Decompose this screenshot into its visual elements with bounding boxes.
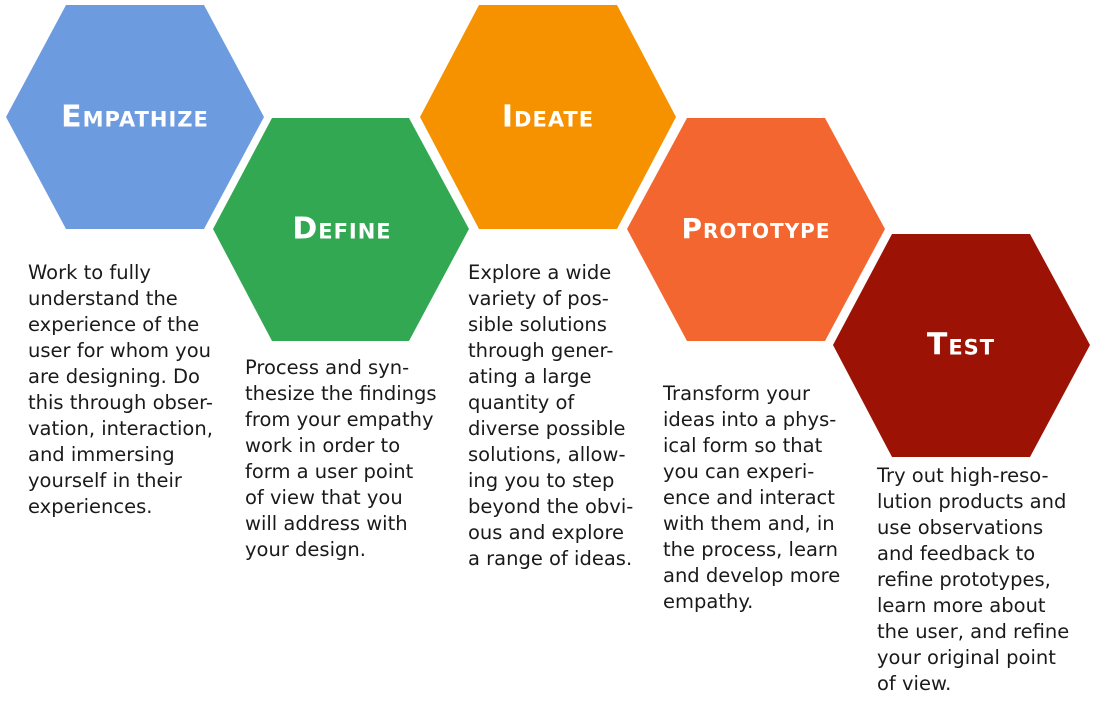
description-line: of view. <box>877 672 952 695</box>
description-line: ous and explore <box>468 521 625 544</box>
description-line: of view that you <box>245 486 403 509</box>
description-line: Process and syn- <box>245 356 410 379</box>
description-line: diverse possible <box>468 417 626 440</box>
description-line: Work to fully <box>28 261 151 284</box>
description-line: experience of the <box>28 313 200 336</box>
description-line: user for whom you <box>28 339 212 362</box>
prototype-description: Transform your ideas into a phys-ical for… <box>663 381 840 615</box>
description-line: experiences. <box>28 495 153 518</box>
empathize-title: Empathize <box>61 100 209 135</box>
description-line: refine prototypes, <box>877 568 1051 591</box>
description-line: and immersing <box>28 443 175 466</box>
description-line: solutions, allow- <box>468 443 626 466</box>
prototype-hexagon <box>627 118 885 341</box>
description-line: ical form so that <box>663 434 823 457</box>
ideate-title: Ideate <box>502 100 594 135</box>
description-line: beyond the obvi- <box>468 495 634 518</box>
stage-empathize: Empathize <box>6 5 264 229</box>
stage-define: Define <box>213 118 469 341</box>
description-line: your design. <box>245 538 366 561</box>
description-line: Explore a wide <box>468 261 612 284</box>
description-line: ideas into a phys- <box>663 408 837 431</box>
description-line: from your empathy <box>245 408 434 431</box>
ideate-hexagon <box>420 5 676 229</box>
description-line: and feedback to <box>877 542 1036 565</box>
empathize-description: Work to fully understand the experience of… <box>28 260 213 520</box>
description-line: form a user point <box>245 460 414 483</box>
description-line: variety of pos- <box>468 287 609 310</box>
description-line: the user, and refine <box>877 620 1070 643</box>
description-line: learn more about <box>877 594 1046 617</box>
description-line: lution products and <box>877 490 1067 513</box>
define-title: Define <box>292 212 391 247</box>
test-hexagon <box>833 234 1090 457</box>
stage-prototype: Prototype <box>627 118 885 341</box>
stage-ideate: Ideate <box>420 5 676 229</box>
description-line: quantity of <box>468 391 575 414</box>
description-line: sible solutions <box>468 313 607 336</box>
empathize-hexagon <box>6 5 264 229</box>
description-line: empathy. <box>663 590 754 613</box>
description-line: vation, interaction, <box>28 417 213 440</box>
description-line: use observations <box>877 516 1044 539</box>
description-line: a range of ideas. <box>468 547 633 570</box>
prototype-title: Prototype <box>681 212 830 245</box>
description-line: ence and interact <box>663 486 835 509</box>
description-line: thesize the findings <box>245 382 437 405</box>
define-hexagon <box>213 118 469 341</box>
description-line: through gener- <box>468 339 614 362</box>
test-title: Test <box>927 328 995 363</box>
description-line: will address with <box>245 512 408 535</box>
description-line: work in order to <box>245 434 401 457</box>
description-line: ing you to step <box>468 469 615 492</box>
stage-test: Test <box>833 234 1090 457</box>
description-line: understand the <box>28 287 178 310</box>
description-line: are designing. Do <box>28 365 200 388</box>
define-description: Process and syn-thesize the findings from… <box>245 355 437 563</box>
description-line: and develop more <box>663 564 841 587</box>
description-line: yourself in their <box>28 469 182 492</box>
description-line: your original point <box>877 646 1056 669</box>
description-line: ating a large <box>468 365 592 388</box>
description-line: Transform your <box>663 382 811 405</box>
description-line: this through obser- <box>28 391 213 414</box>
description-line: with them and, in <box>663 512 835 535</box>
description-line: you can experi- <box>663 460 815 483</box>
ideate-description: Explore a wide variety of pos-sible solut… <box>468 260 633 572</box>
description-line: Try out high-reso- <box>877 464 1049 487</box>
test-description: Try out high-reso-lution products and use… <box>877 463 1069 697</box>
description-line: the process, learn <box>663 538 838 561</box>
